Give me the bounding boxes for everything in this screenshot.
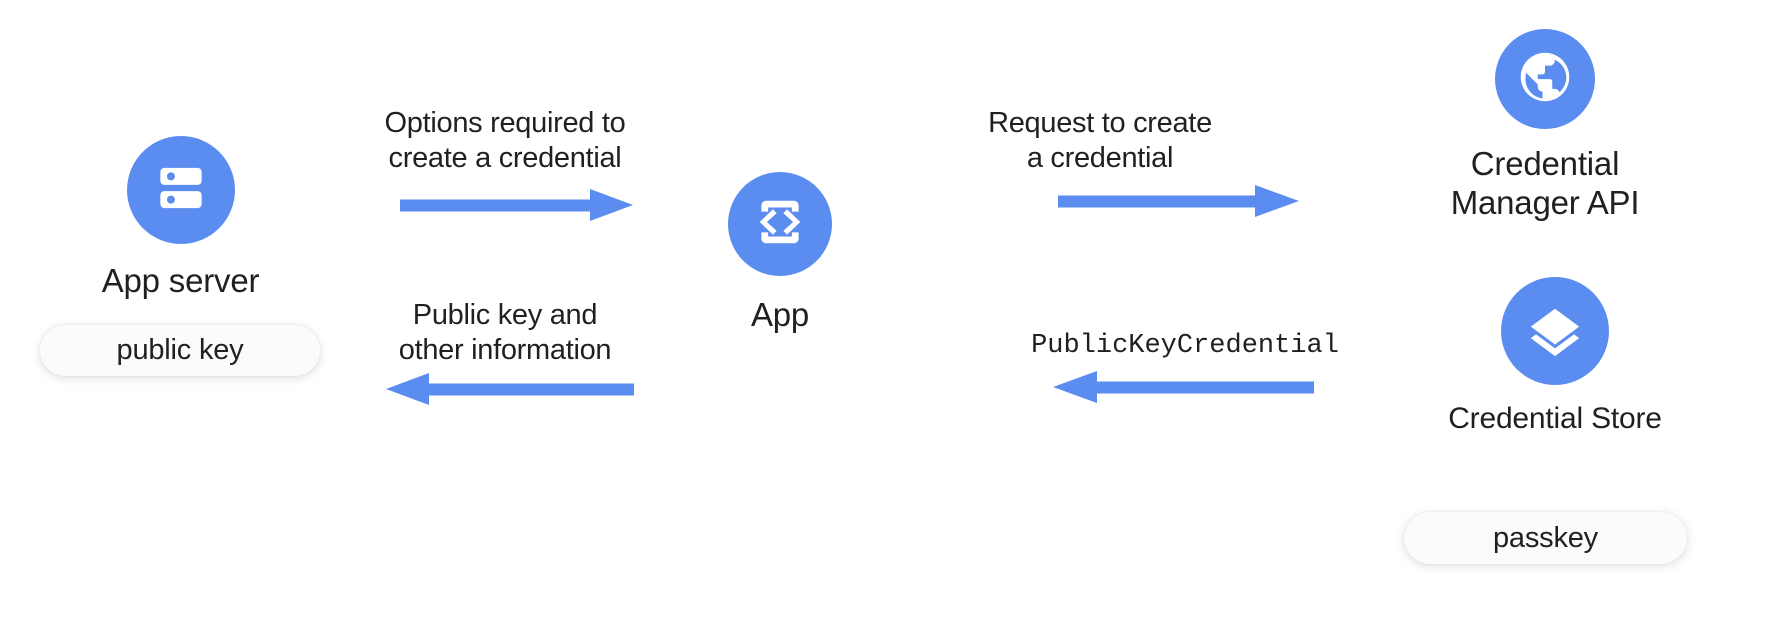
- pill-public-key: public key: [40, 325, 320, 376]
- mobile-code-icon: [751, 193, 809, 256]
- arrow-app-server-to-app: [400, 189, 633, 221]
- app-label: App: [750, 296, 810, 333]
- arrow-app-to-app-server: [386, 373, 634, 405]
- arrow-label-options-required: Options required to create a credential: [384, 107, 626, 174]
- app-server-label: App server: [101, 262, 260, 299]
- app-server-icon-circle: [126, 136, 235, 244]
- credential-manager-api-icon-circle: [1495, 29, 1595, 129]
- arrow-label-public-key-and-other-information: Public key and other information: [398, 299, 612, 366]
- layers-icon: [1526, 300, 1584, 363]
- pill-passkey: passkey: [1404, 512, 1687, 564]
- arrow-label-publickeycredential: PublicKeyCredential: [1031, 331, 1339, 361]
- node-app-server: App server: [98, 136, 263, 301]
- credential-manager-api-label: Credential Manager API: [1450, 145, 1640, 221]
- credential-store-label: Credential Store: [1448, 402, 1662, 435]
- node-credential-manager-api: Credential Manager API: [1435, 29, 1655, 222]
- arrow-app-to-credential-manager-api: [1058, 185, 1299, 217]
- globe-icon: [1514, 46, 1576, 113]
- server-icon: [150, 157, 212, 224]
- app-icon-circle: [728, 172, 832, 276]
- arrow-credential-store-to-app: [1053, 371, 1314, 403]
- credential-store-icon-circle: [1501, 277, 1609, 385]
- node-credential-store: Credential Store: [1440, 277, 1670, 436]
- node-app: App: [700, 172, 860, 335]
- arrow-label-request-to-create: Request to create a credential: [988, 107, 1212, 174]
